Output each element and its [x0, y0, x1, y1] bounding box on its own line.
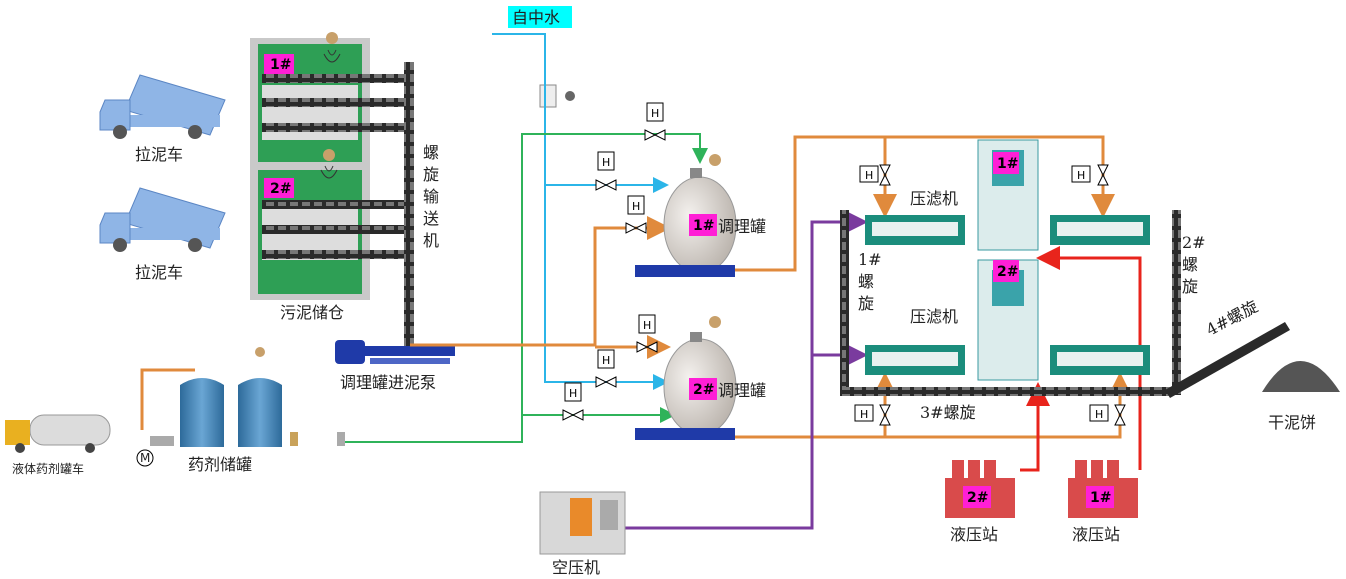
tank-1-tag: 1# [693, 218, 714, 234]
dump-truck-1: 拉泥车 [99, 74, 226, 164]
svg-text:H: H [632, 200, 640, 213]
press-1-tag: 1# [997, 156, 1018, 172]
svg-text:H: H [602, 156, 610, 169]
hyd-1-tag: 1# [1090, 490, 1111, 506]
tank-2-label: 调理罐 [718, 381, 766, 400]
hyd-2-tag: 2# [967, 490, 988, 506]
svg-text:机: 机 [423, 231, 439, 250]
hyd-1-label: 液压站 [1072, 525, 1120, 544]
svg-text:H: H [1077, 169, 1085, 182]
svg-text:2#: 2# [1182, 233, 1206, 252]
svg-text:H: H [569, 387, 577, 400]
hydraulic-station-2: 2# 液压站 [945, 460, 1015, 544]
svg-text:H: H [1095, 408, 1103, 421]
filter-press-2: 2# 压滤机 [865, 259, 1150, 381]
valves [562, 102, 1126, 426]
tank-2-tag: 2# [693, 382, 714, 398]
truck-2-label: 拉泥车 [135, 263, 183, 282]
tank-1-label: 调理罐 [718, 217, 766, 236]
screw-3-label: 3#螺旋 [920, 403, 976, 422]
bin-2-tag: 2# [270, 181, 291, 197]
svg-text:螺: 螺 [858, 272, 874, 291]
press-2-tag: 2# [997, 264, 1018, 280]
hydraulic-pipes [1020, 246, 1142, 472]
svg-text:H: H [860, 408, 868, 421]
storage-label: 污泥储仓 [280, 303, 344, 322]
dry-cake-pile: 干泥饼 [1262, 361, 1340, 432]
feed-pump-label: 调理罐进泥泵 [340, 373, 436, 392]
dump-truck-2: 拉泥车 [99, 187, 226, 282]
conditioning-tank-2: 2# 调理罐 [635, 316, 766, 440]
feed-pump: 调理罐进泥泵 [335, 340, 455, 392]
conditioning-tank-1: 1# 调理罐 [635, 154, 766, 277]
sludge-pipes [140, 135, 1132, 439]
tank-truck-label: 液体药剂罐车 [12, 461, 84, 476]
svg-text:H: H [865, 169, 873, 182]
filter-press-1: 1# 压滤机 [865, 139, 1150, 251]
tap-water-label: 自中水 [512, 8, 560, 27]
svg-text:1#: 1# [858, 250, 882, 269]
svg-text:H: H [643, 319, 651, 332]
motor-label: M [140, 451, 150, 465]
air-pipes [625, 210, 868, 530]
bin-1-tag: 1# [270, 57, 291, 73]
conveyor-screws [840, 210, 1290, 398]
hydraulic-station-1: 1# 液压站 [1068, 460, 1138, 544]
chemical-tank-truck: 液体药剂罐车 [5, 414, 111, 476]
screw-2-label: 2# 螺 旋 [1182, 233, 1206, 296]
svg-text:H: H [651, 107, 659, 120]
chem-pipes [345, 133, 708, 443]
cake-label: 干泥饼 [1268, 413, 1316, 432]
svg-text:旋: 旋 [858, 294, 874, 313]
screw-4-label: 4#螺旋 [1203, 297, 1261, 340]
truck-1-label: 拉泥车 [135, 145, 183, 164]
chem-storage-label: 药剂储罐 [188, 455, 252, 474]
hyd-2-label: 液压站 [950, 525, 998, 544]
screw-1-label: 1# 螺 旋 [858, 250, 882, 313]
svg-text:旋: 旋 [423, 165, 439, 184]
compressor-label: 空压机 [552, 558, 600, 577]
svg-text:H: H [602, 354, 610, 367]
svg-text:螺: 螺 [1182, 255, 1198, 274]
filter-1-label: 压滤机 [910, 189, 958, 208]
svg-text:旋: 旋 [1182, 277, 1198, 296]
svg-text:螺: 螺 [423, 143, 439, 162]
bin-screws [262, 62, 414, 347]
transfer-pump: M [136, 436, 174, 467]
screw-conveyor-label: 螺 旋 输 送 机 [423, 143, 439, 250]
svg-text:送: 送 [423, 209, 439, 228]
chemical-storage-tanks: 药剂储罐 [180, 347, 345, 474]
filter-2-label: 压滤机 [910, 307, 958, 326]
air-compressor: 空压机 [539, 491, 626, 577]
valve-h-labels: H H H H H H H H H H [569, 107, 1103, 421]
svg-text:输: 输 [423, 187, 439, 206]
